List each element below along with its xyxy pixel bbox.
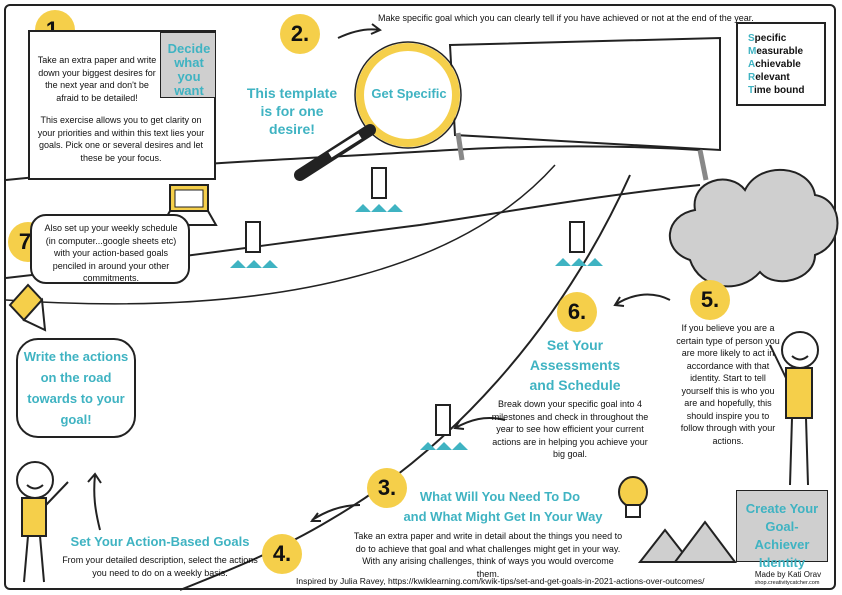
step-6-title-c: and Schedule	[529, 377, 621, 393]
identity-box	[736, 490, 828, 562]
template-note: This template is for one desire!	[246, 85, 338, 137]
step-4-text: From your detailed description, select t…	[62, 555, 258, 578]
road-note-bubble	[16, 338, 136, 438]
smart-item: Time bound	[748, 85, 805, 96]
step-3-number: 3.	[367, 468, 407, 508]
smart-item: Achievable	[748, 59, 801, 70]
step-2-header: Make specific goal which you can clearly…	[378, 13, 754, 23]
step-4-title: Set Your Action-Based Goals	[70, 534, 250, 549]
smart-item: Specific	[748, 33, 787, 44]
step-6-text: Break down your specific goal into 4 mil…	[491, 399, 649, 459]
step-7-text: Also set up your weekly schedule (in com…	[44, 223, 178, 283]
smart-box	[736, 22, 826, 106]
step-5-number: 5.	[690, 280, 730, 320]
step-4-number: 4.	[262, 534, 302, 574]
step-1-text-b: This exercise allows you to get clarity …	[37, 115, 205, 163]
step-5-text: If you believe you are a certain type of…	[676, 323, 780, 446]
road-note: Write the actions on the road towards to…	[23, 349, 129, 427]
step-3-text: Take an extra paper and write in detail …	[353, 531, 623, 579]
decide-sign-label: Decide what you want	[167, 41, 211, 98]
smart-item: Relevant	[748, 72, 790, 83]
step-2-number: 2.	[280, 14, 320, 54]
step-7-bubble	[30, 214, 190, 284]
smart-list: Specific Measurable Achievable Relevant …	[748, 32, 805, 97]
decide-sign	[160, 32, 216, 98]
made-by-site: shop.creativitycatcher.com	[754, 580, 820, 586]
step-1-text-a: Take an extra paper and write down your …	[37, 55, 157, 103]
step-6-title-b: Assessments	[529, 357, 621, 373]
step-3-title-a: What Will You Need To Do	[419, 489, 581, 504]
footer-credit: Inspired by Julia Ravey, https://kwiklea…	[296, 576, 705, 586]
step-6-title-a: Set Your	[546, 337, 604, 353]
smart-item: Measurable	[748, 46, 804, 57]
made-by: Made by Kati Orav	[754, 570, 822, 579]
page-frame	[4, 4, 836, 590]
identity-box-label: Create Your Goal-Achiever Identity	[745, 501, 819, 570]
step-6-number: 6.	[557, 292, 597, 332]
get-specific-label: Get Specific	[371, 86, 447, 101]
step-3-title-b: and What Might Get In Your Way	[403, 509, 603, 524]
